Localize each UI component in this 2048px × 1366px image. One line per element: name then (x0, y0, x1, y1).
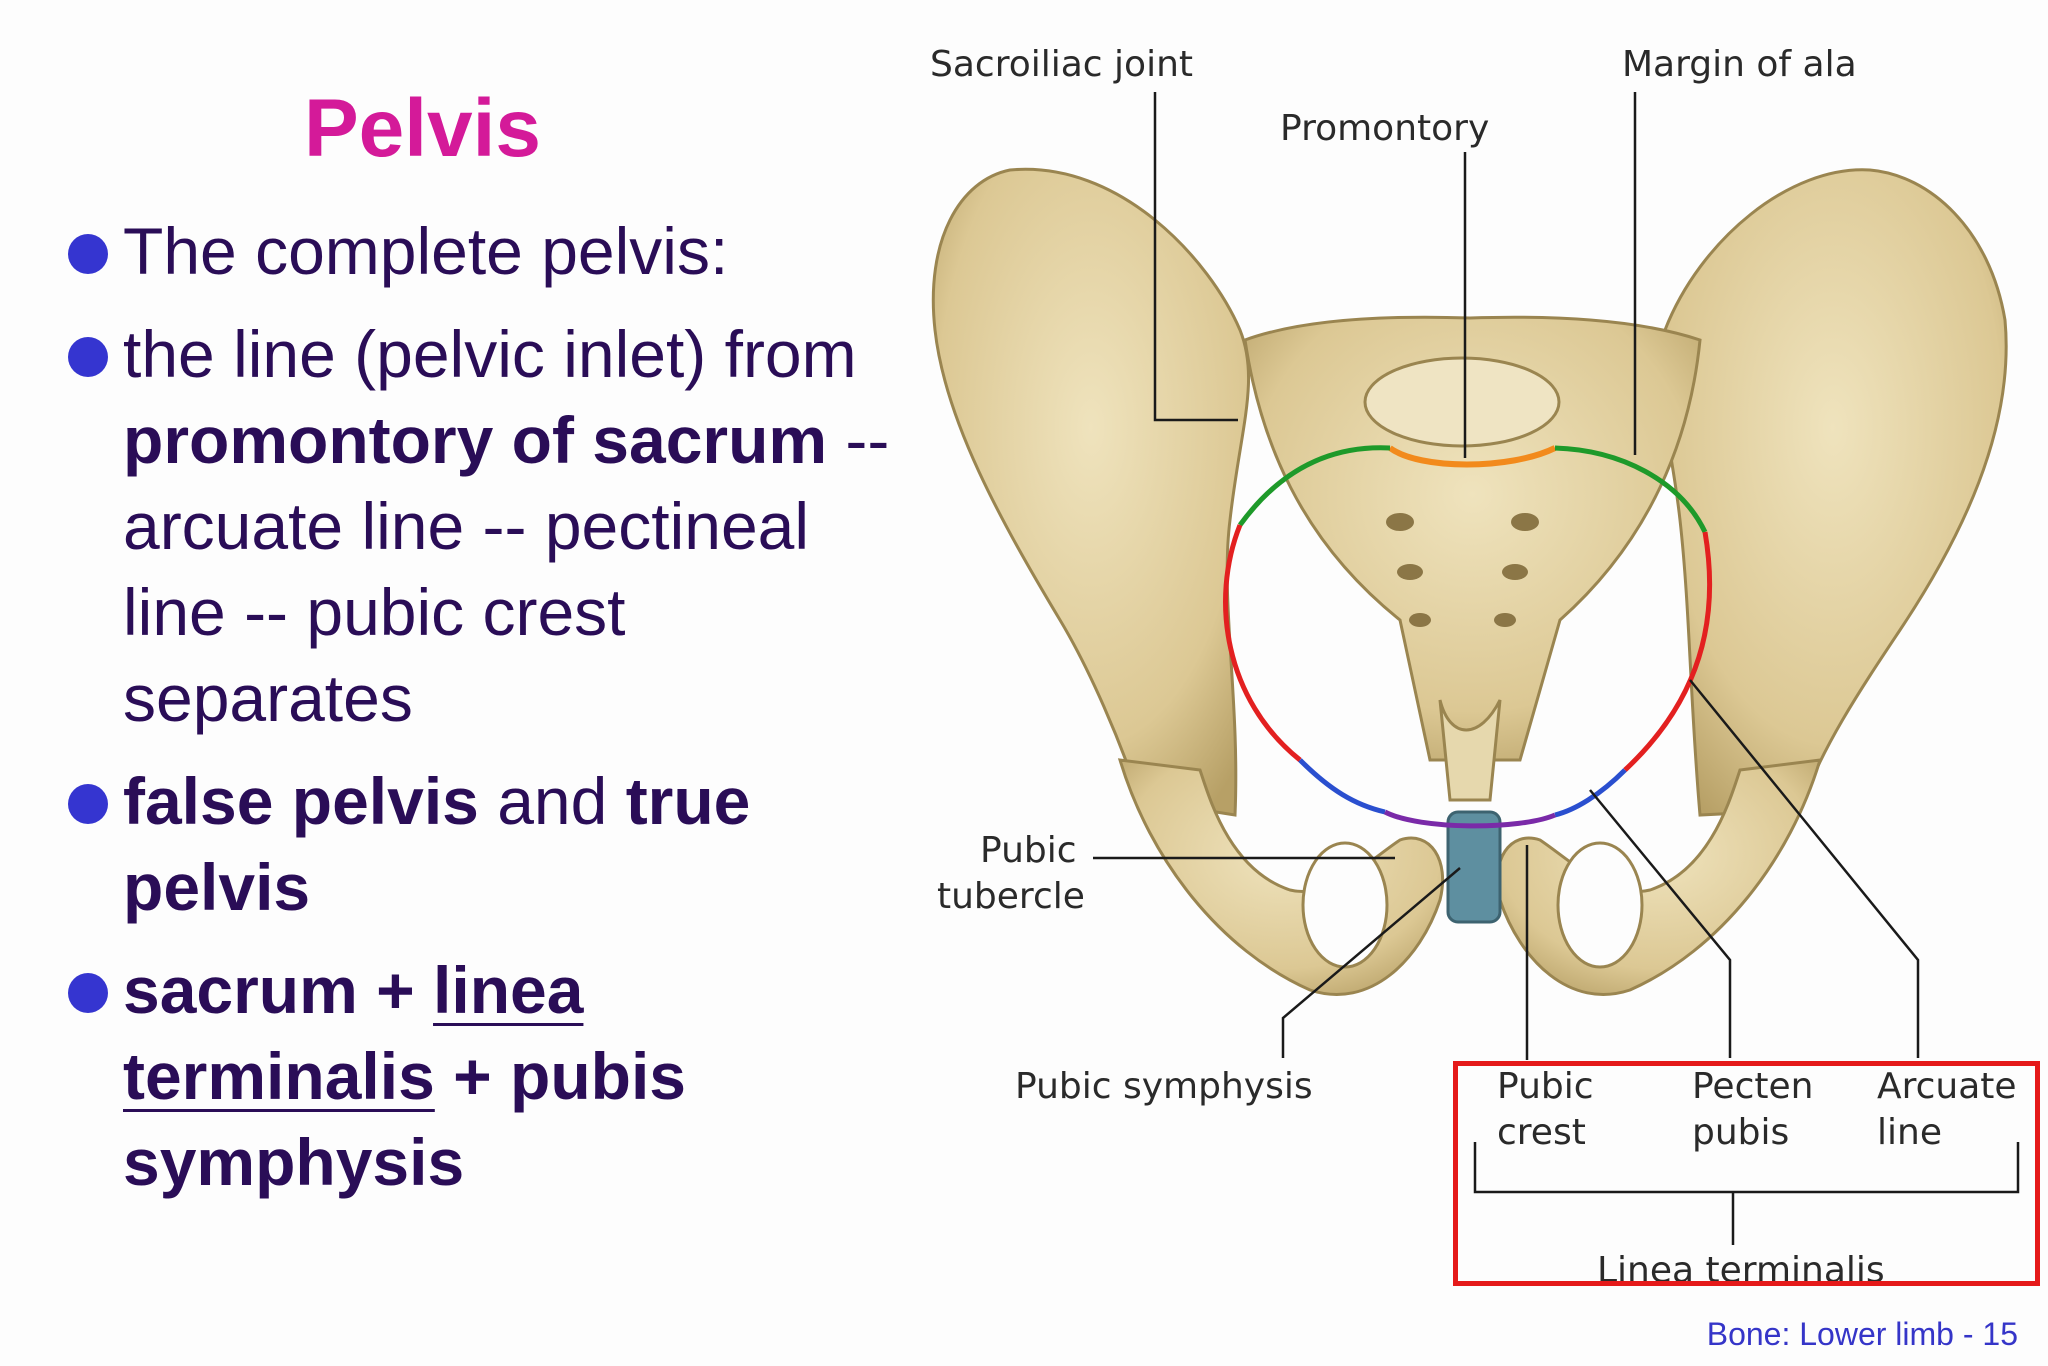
bullet-item: The complete pelvis: (68, 208, 898, 294)
left-arcuate-line (1223, 524, 1302, 762)
leader-pubic-symphysis (1281, 867, 1461, 1058)
right-arcuate-line (1623, 531, 1713, 772)
bullet-item: the line (pelvic inlet) from promontory … (68, 311, 898, 741)
label-pubic-tubercle-2: tubercle (937, 876, 1085, 917)
right-pecten-line (1554, 768, 1627, 818)
bullet-list: The complete pelvis: the line (pelvic inl… (68, 208, 898, 1222)
bullet-dot-icon (68, 973, 108, 1013)
pubic-crest-line (1383, 809, 1556, 829)
pubic-symphysis-shape (1446, 810, 1502, 924)
right-ilium (1658, 168, 2008, 817)
bullet-text: promontory of sacrum (123, 403, 828, 477)
linea-terminalis-highlight-box (1453, 1061, 2040, 1286)
bullet-text: false pelvis (123, 764, 479, 838)
bullet-text: + pubis symphysis (123, 1039, 687, 1199)
bullet-item: sacrum + linea terminalis + pubis symphy… (68, 947, 898, 1205)
coccyx (1438, 699, 1502, 802)
left-pecten-line (1298, 758, 1386, 815)
leader-arcuate (1689, 679, 1920, 1058)
right-pubic-ramus (1495, 758, 1823, 996)
label-pubic-tubercle-1: Pubic (980, 830, 1077, 871)
pelvis-illustration (931, 92, 2020, 1245)
label-margin-of-ala: Margin of ala (1622, 44, 1857, 85)
bullet-text: true pelvis (123, 764, 751, 924)
left-pubic-ramus (1117, 758, 1445, 996)
label-arcuate-line-1: Arcuate (1877, 1066, 2017, 1107)
promontory-line (1388, 445, 1557, 468)
leader-sacroiliac (1153, 92, 1238, 422)
bullet-text: sacrum + (123, 953, 434, 1027)
label-promontory: Promontory (1280, 108, 1490, 149)
label-arcuate-line-2: line (1877, 1112, 1942, 1153)
linea-bracket (1473, 1142, 2020, 1194)
right-ala-line (1554, 445, 1708, 534)
left-ilium (931, 167, 1251, 817)
bullet-text: the line (pelvic inlet) from (123, 317, 857, 391)
label-pecten-pubis-1: Pecten (1692, 1066, 1814, 1107)
label-sacroiliac-joint: Sacroiliac joint (930, 44, 1194, 85)
left-ala-line (1237, 445, 1391, 527)
bullet-text: and (478, 764, 626, 838)
bullet-text: The complete pelvis: (123, 214, 729, 288)
underlined-term: linea terminalis (123, 953, 584, 1113)
bullet-item: false pelvis and true pelvis (68, 758, 898, 930)
vertebral-body (1363, 356, 1561, 448)
bullet-dot-icon (68, 337, 108, 377)
slide-footer: Bone: Lower limb - 15 (1706, 1316, 2018, 1352)
slide-title: Pelvis (303, 83, 542, 174)
bullet-text: linea terminalis (123, 953, 583, 1113)
leader-pecten (1589, 789, 1732, 1058)
sacrum (1243, 315, 1702, 762)
label-pubic-symphysis: Pubic symphysis (1015, 1066, 1313, 1107)
bullet-text: -- arcuate line -- pectineal line -- pub… (123, 403, 890, 735)
label-pubic-crest-2: crest (1497, 1112, 1586, 1153)
label-pubic-crest-1: Pubic (1497, 1066, 1594, 1107)
bullet-dot-icon (68, 784, 108, 824)
label-pecten-pubis-2: pubis (1692, 1112, 1790, 1153)
bullet-dot-icon (68, 234, 108, 274)
